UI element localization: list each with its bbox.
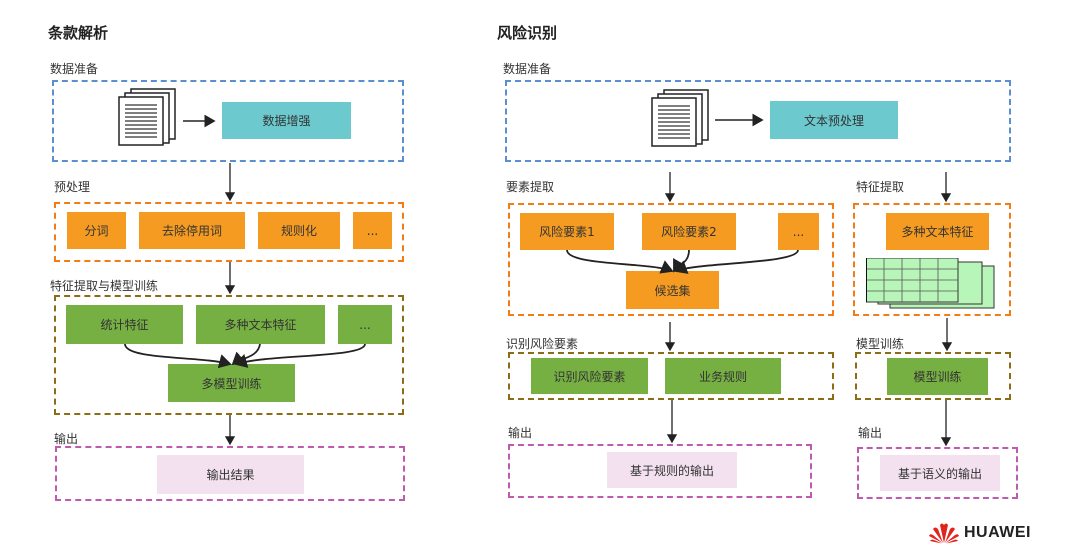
left-output-group [55, 446, 405, 501]
feature-item: ... [338, 305, 392, 344]
left-feature-train-label: 特征提取与模型训练 [50, 279, 159, 293]
huawei-logo: HUAWEI [928, 521, 1031, 545]
candidate-set: 候选集 [626, 271, 719, 309]
huawei-petal-icon [929, 523, 959, 544]
model-train-item: 模型训练 [887, 358, 988, 395]
preprocess-item: ... [353, 212, 392, 249]
left-data-prep-group [52, 80, 404, 162]
feature-matrix-icon [865, 257, 996, 310]
preprocess-item: 规则化 [258, 212, 340, 249]
left-data-prep-label: 数据准备 [50, 62, 99, 76]
left-feature-train-group [54, 295, 404, 415]
semantic-output-label: 输出 [858, 426, 883, 440]
rule-output-group [508, 444, 812, 498]
identify-group [508, 352, 834, 400]
right-title: 风险识别 [497, 24, 558, 42]
left-output-label: 输出 [54, 432, 79, 446]
element-extract-group [508, 203, 834, 316]
rule-output-result: 基于规则的输出 [607, 452, 737, 488]
multi-text-features: 多种文本特征 [886, 213, 989, 250]
left-preprocess-label: 预处理 [54, 180, 91, 194]
identify-item: 识别风险要素 [531, 358, 648, 394]
feature-extract-label: 特征提取 [856, 180, 905, 194]
semantic-output-group [857, 447, 1018, 499]
identify-label: 识别风险要素 [506, 337, 579, 351]
right-data-prep-group [505, 80, 1011, 162]
risk-element-item: 风险要素2 [642, 213, 736, 250]
document-stack-icon [650, 88, 710, 148]
feature-extract-group [853, 203, 1011, 316]
huawei-wordmark: HUAWEI [964, 524, 1031, 541]
feature-item: 统计特征 [66, 305, 183, 344]
element-extract-label: 要素提取 [506, 180, 555, 194]
preprocess-item: 分词 [67, 212, 126, 249]
output-result: 输出结果 [157, 455, 304, 494]
risk-element-item: ... [778, 213, 819, 250]
preprocess-item: 去除停用词 [139, 212, 245, 249]
identify-item: 业务规则 [665, 358, 781, 394]
document-stack-icon [117, 87, 177, 147]
left-data-augment-step: 数据增强 [222, 102, 351, 139]
text-preprocess-step: 文本预处理 [770, 101, 898, 139]
rule-output-label: 输出 [508, 426, 533, 440]
risk-element-item: 风险要素1 [520, 213, 614, 250]
model-train-label: 模型训练 [856, 337, 905, 351]
left-title: 条款解析 [48, 24, 109, 42]
multi-model-training: 多模型训练 [168, 364, 295, 402]
right-data-prep-label: 数据准备 [503, 62, 552, 76]
model-train-group [855, 352, 1011, 400]
semantic-output-result: 基于语义的输出 [880, 455, 1000, 491]
feature-item: 多种文本特征 [196, 305, 325, 344]
left-preprocess-group [54, 202, 404, 262]
